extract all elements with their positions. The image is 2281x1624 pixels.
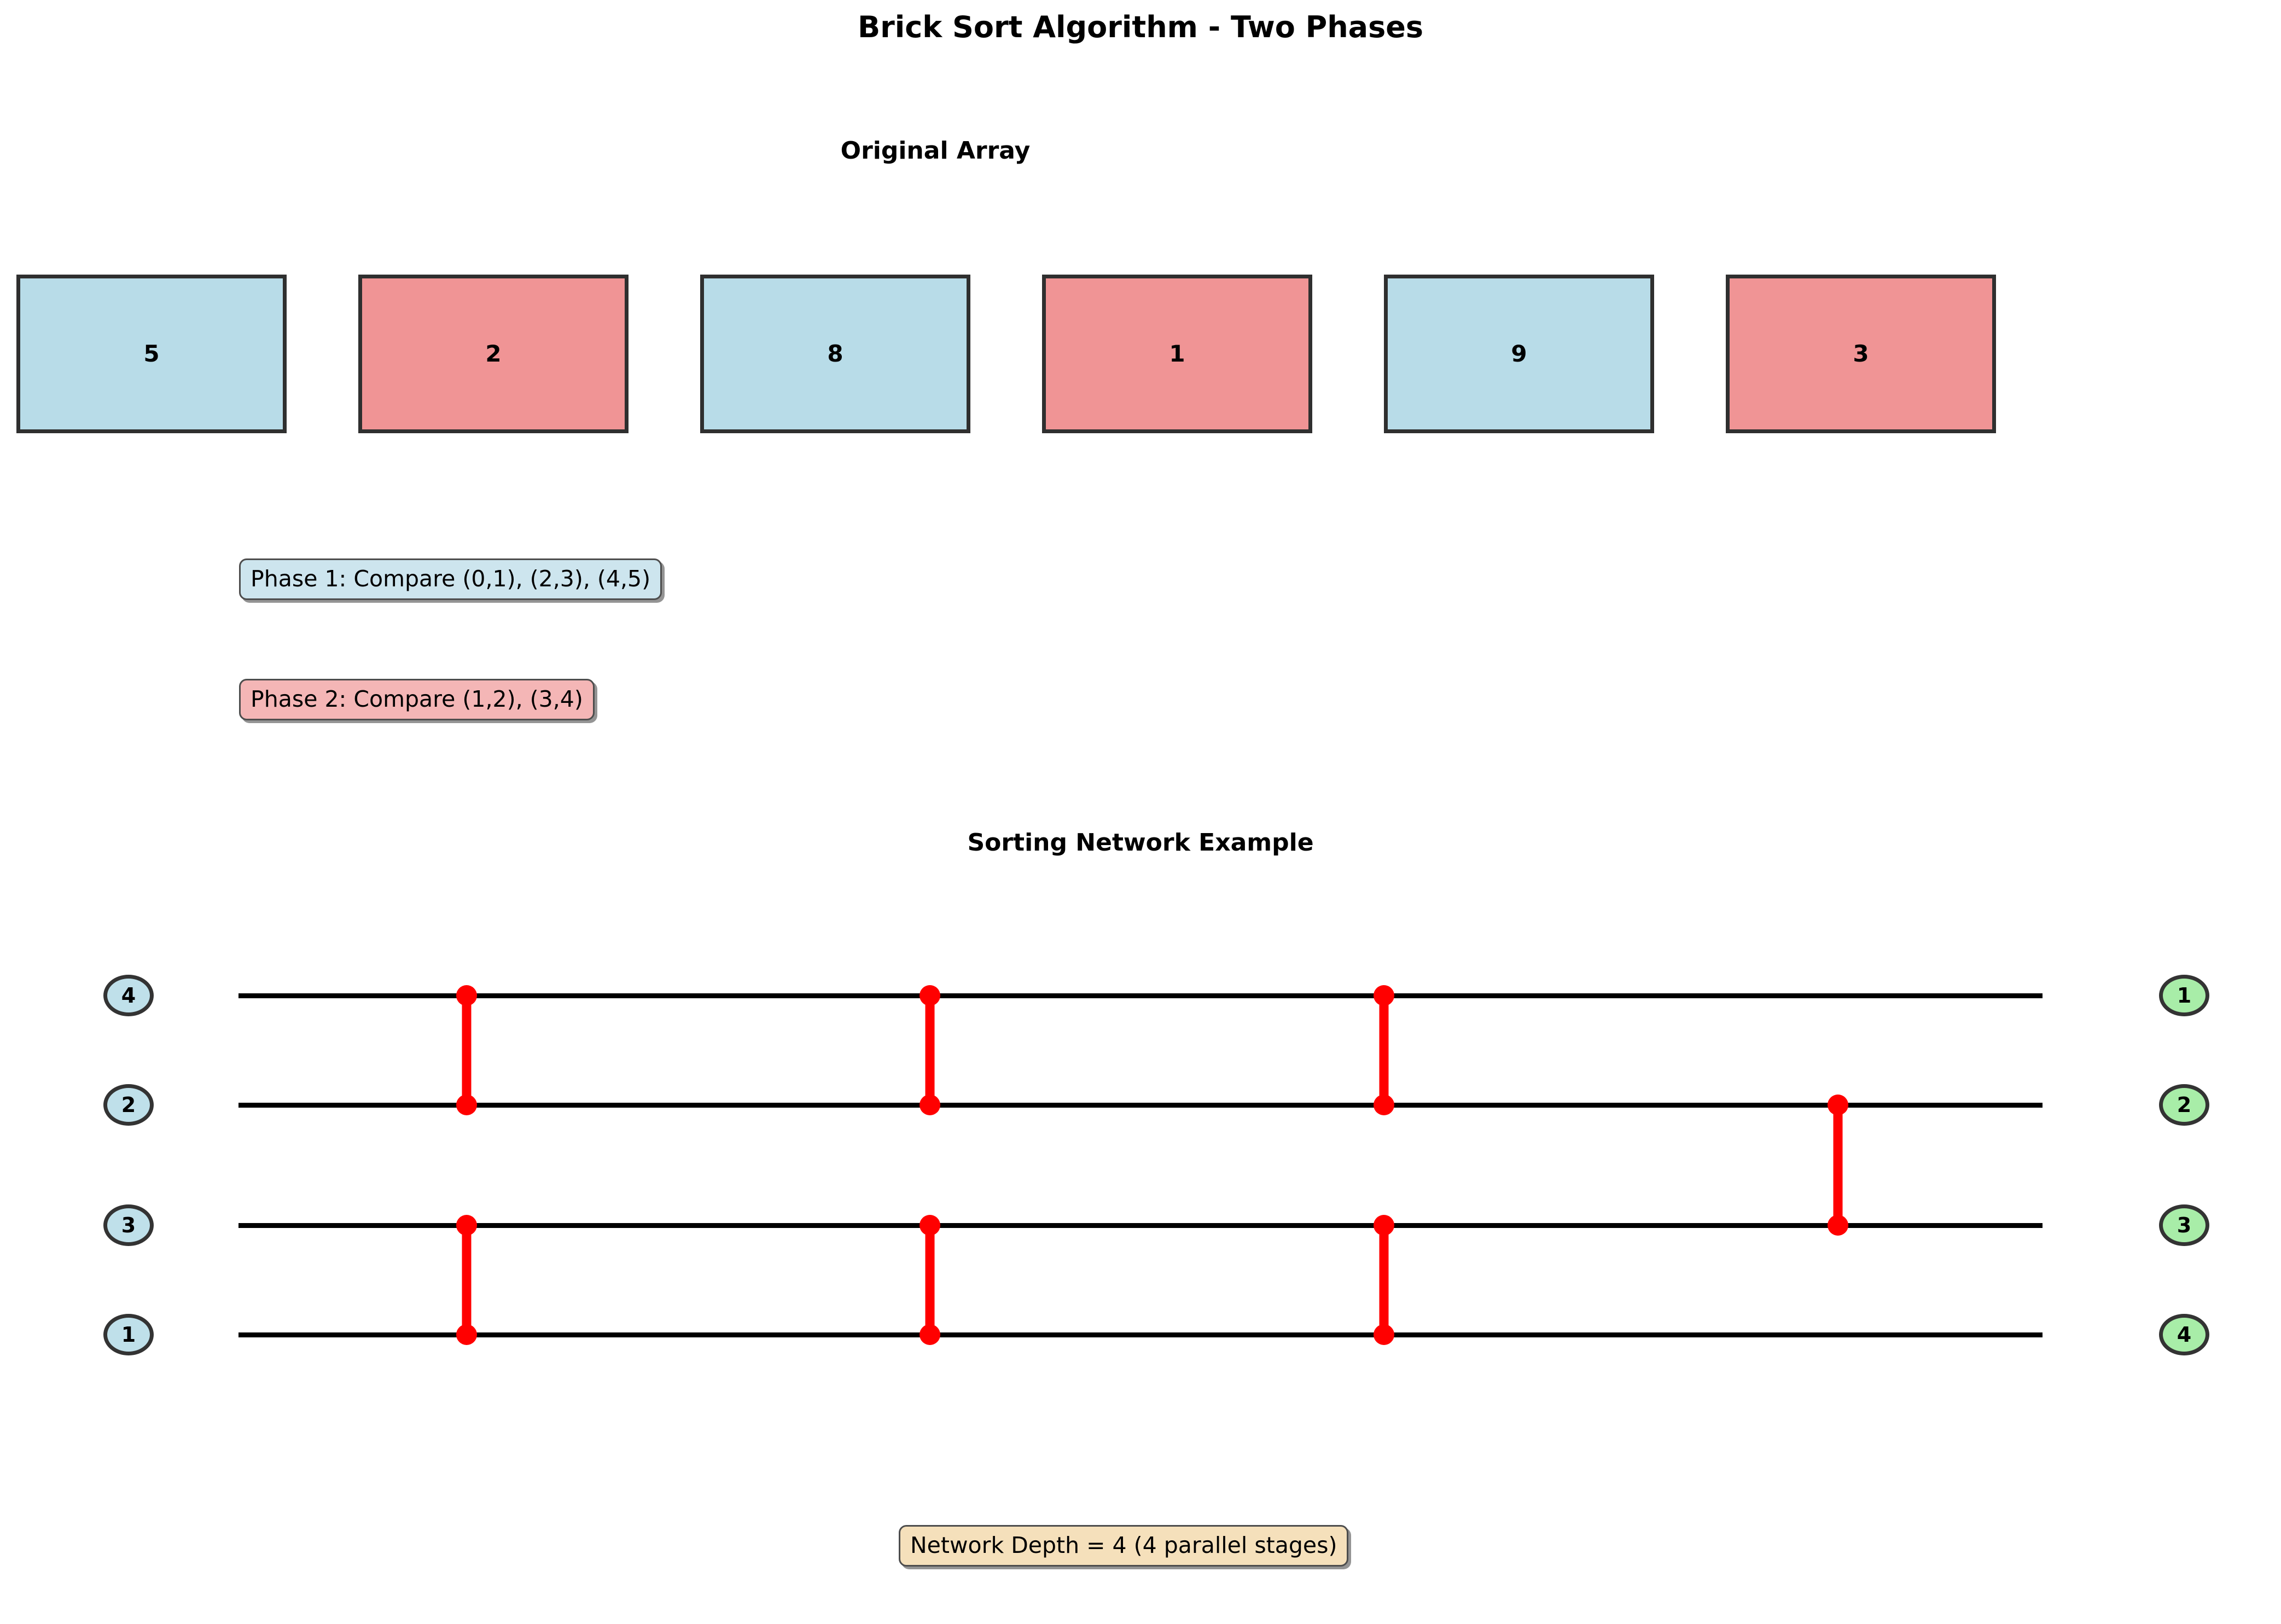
array-cell-value: 1	[1169, 340, 1185, 367]
network-wire-1	[238, 1103, 2043, 1108]
array-cell-0: 5	[16, 275, 287, 433]
comparator-stage2-2-3	[925, 1225, 935, 1335]
comparator-stage1-0-1	[462, 996, 472, 1105]
comparator-stage1-2-3	[462, 1225, 472, 1335]
network-output-label-1: 2	[2159, 1084, 2209, 1126]
comparator-stage3-0-1	[1379, 996, 1389, 1105]
network-output-label-2: 3	[2159, 1204, 2209, 1246]
comparator-endpoint-dot	[920, 1215, 940, 1236]
comparator-endpoint-dot	[1828, 1095, 1848, 1115]
array-cell-4: 9	[1384, 275, 1654, 433]
phase-2-annotation: Phase 2: Compare (1,2), (3,4)	[239, 679, 595, 720]
network-depth-annotation: Network Depth = 4 (4 parallel stages)	[899, 1525, 1349, 1567]
sorting-network-heading: Sorting Network Example	[967, 829, 1314, 857]
network-input-label-1: 2	[103, 1084, 154, 1126]
array-cell-1: 2	[358, 275, 629, 433]
comparator-stage2-0-1	[925, 996, 935, 1105]
network-wire-0	[238, 993, 2043, 998]
comparator-endpoint-dot	[920, 1324, 940, 1345]
comparator-endpoint-dot	[1374, 1215, 1394, 1236]
page-title: Brick Sort Algorithm - Two Phases	[857, 10, 1424, 44]
array-cell-value: 9	[1511, 340, 1527, 367]
comparator-endpoint-dot	[456, 1324, 477, 1345]
array-cell-2: 8	[700, 275, 970, 433]
original-array-row: 5 2 8 1 9 3	[0, 275, 2281, 439]
array-cell-value: 2	[485, 340, 502, 367]
comparator-endpoint-dot	[456, 985, 477, 1006]
comparator-stage4-1-2	[1833, 1105, 1843, 1225]
comparator-endpoint-dot	[1374, 1095, 1394, 1115]
network-input-label-3: 1	[103, 1314, 154, 1355]
array-cell-value: 3	[1853, 340, 1869, 367]
network-input-label-0: 4	[103, 975, 154, 1016]
network-input-label-2: 3	[103, 1204, 154, 1246]
comparator-endpoint-dot	[1374, 985, 1394, 1006]
comparator-endpoint-dot	[1828, 1215, 1848, 1236]
network-output-label-0: 1	[2159, 975, 2209, 1016]
comparator-endpoint-dot	[920, 985, 940, 1006]
comparator-endpoint-dot	[1374, 1324, 1394, 1345]
comparator-stage3-2-3	[1379, 1225, 1389, 1335]
array-cell-value: 5	[143, 340, 160, 367]
network-wire-3	[238, 1332, 2043, 1337]
comparator-endpoint-dot	[456, 1215, 477, 1236]
phase-1-annotation: Phase 1: Compare (0,1), (2,3), (4,5)	[239, 558, 662, 600]
network-wire-2	[238, 1223, 2043, 1228]
comparator-endpoint-dot	[920, 1095, 940, 1115]
array-cell-5: 3	[1726, 275, 1996, 433]
network-output-label-3: 4	[2159, 1314, 2209, 1355]
array-cell-value: 8	[827, 340, 843, 367]
original-array-heading: Original Array	[840, 137, 1031, 165]
comparator-endpoint-dot	[456, 1095, 477, 1115]
array-cell-3: 1	[1042, 275, 1312, 433]
